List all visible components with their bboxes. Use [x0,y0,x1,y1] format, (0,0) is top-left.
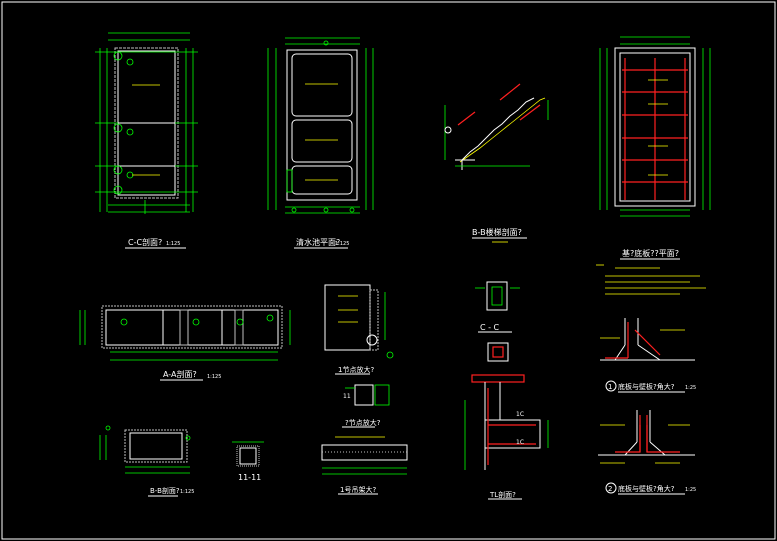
scale-plan-pool: 1:125 [335,241,349,247]
title-section-c: C - C [480,323,500,332]
section-cc-drawing [95,32,198,214]
detail-base-wall2-drawing [598,410,695,464]
label-1c-bottom: 1C [516,439,524,446]
scale-section-cc: 1:125 [166,241,180,247]
scale-section-bb: 1:125 [180,489,194,495]
title-detail-1: 1节点放大? [338,365,374,374]
detail-marker-a: 1 [608,383,612,391]
title-section-cc: C-C剖面? [128,237,162,247]
detail-2-drawing [345,384,390,406]
detail-base-wall-drawing [600,318,695,361]
section-tl-drawing [464,374,549,470]
label-1c-top: 1C [516,411,524,418]
title-plan-pool: 清水池平面? [296,237,340,247]
detail-1-drawing [324,284,394,359]
detail-marker [605,482,617,494]
pool-plan-drawing [267,37,374,214]
section-bb-drawing [99,425,191,474]
title-section-aa: A-A剖面? [163,369,197,379]
detail-marker [605,380,617,392]
title-section-tl: TL剖面? [489,490,516,499]
section-c-small-drawing [475,281,520,311]
notes-block [596,264,706,295]
title-base-plan: 基?底板??平面? [622,248,679,258]
stair-section-drawing [444,83,549,170]
small-block-drawing [487,342,509,362]
title-detail-2: ?节点放大? [345,418,381,427]
title-base-wall-2: 底板与壁板?角大? [618,484,675,493]
scale-base-wall-2: 1:25 [685,487,696,493]
scale-section-aa: 1:125 [207,374,221,380]
section-aa-drawing [79,305,291,361]
scale-base-wall-1: 1:25 [685,385,696,391]
title-section-11: 11-11 [238,473,261,482]
title-section-bb: B-B剖面? [150,486,180,495]
title-detail-3: 1号吊架大? [340,485,376,494]
title-base-wall-1: 底板与壁板?角大? [618,382,675,391]
detail-3-drawing [321,436,408,475]
base-plan-drawing [599,36,711,217]
detail-marker-b: 2 [608,485,612,493]
label-11: 11 [343,393,351,400]
title-stair-section: B-B楼梯剖面? [472,227,522,237]
section-11-drawing [232,441,264,467]
